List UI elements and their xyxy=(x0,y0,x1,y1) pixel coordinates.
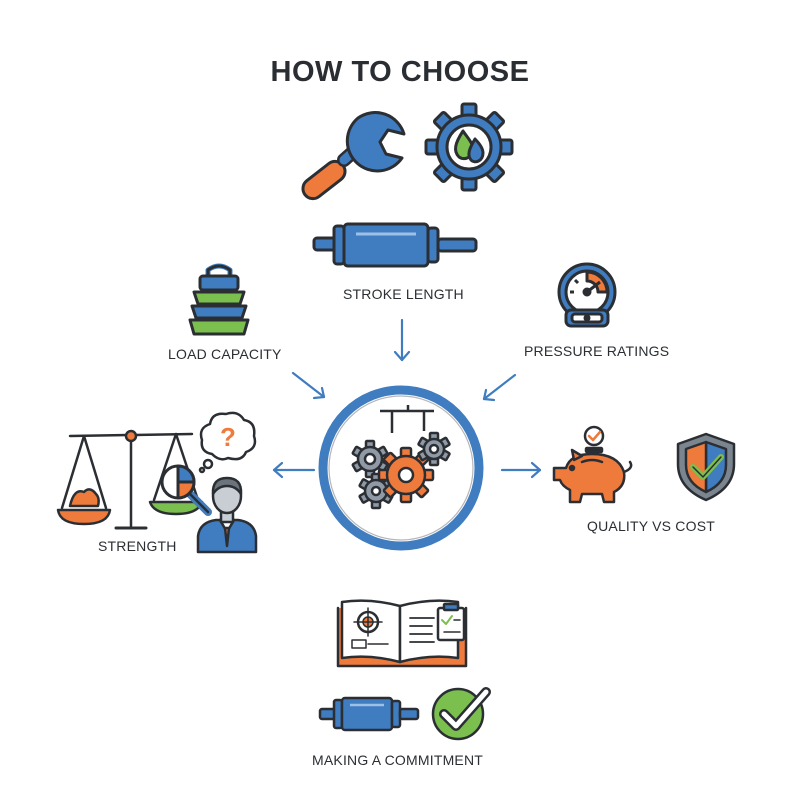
quality-vs-cost-label: QUALITY VS COST xyxy=(587,518,715,534)
gear-hydraulic-drop-icon xyxy=(424,102,514,192)
small-cylinder-icon xyxy=(318,696,420,732)
arrow-down-right-icon xyxy=(291,371,326,400)
open-manual-icon xyxy=(336,599,468,668)
page-title: HOW TO CHOOSE xyxy=(270,56,530,88)
arrow-left-icon xyxy=(272,461,316,479)
person-icon xyxy=(196,476,258,554)
check-circle-icon xyxy=(431,687,491,741)
question-bubble-icon: ? xyxy=(198,411,257,474)
shield-check-icon xyxy=(676,432,736,502)
hydraulic-cylinder-icon xyxy=(312,222,478,268)
magnifier-icon xyxy=(160,464,212,516)
svg-text:?: ? xyxy=(220,422,236,452)
making-commitment-label: MAKING A COMMITMENT xyxy=(312,752,484,768)
pressure-gauge-icon xyxy=(557,262,617,328)
pressure-ratings-label: PRESSURE RATINGS xyxy=(524,343,670,359)
strength-label: STRENGTH xyxy=(98,538,177,554)
arrow-down-left-icon xyxy=(482,373,517,402)
stroke-length-label: STROKE LENGTH xyxy=(343,286,464,302)
load-capacity-label: LOAD CAPACITY xyxy=(168,346,282,362)
arrow-down-icon xyxy=(393,318,411,362)
piggy-bank-icon xyxy=(552,425,633,504)
center-gears-icon xyxy=(318,385,484,551)
arrow-right-icon xyxy=(500,461,542,479)
balance-scale-icon xyxy=(56,429,204,530)
wrench-icon xyxy=(301,111,406,201)
stacked-weights-icon xyxy=(188,263,250,336)
